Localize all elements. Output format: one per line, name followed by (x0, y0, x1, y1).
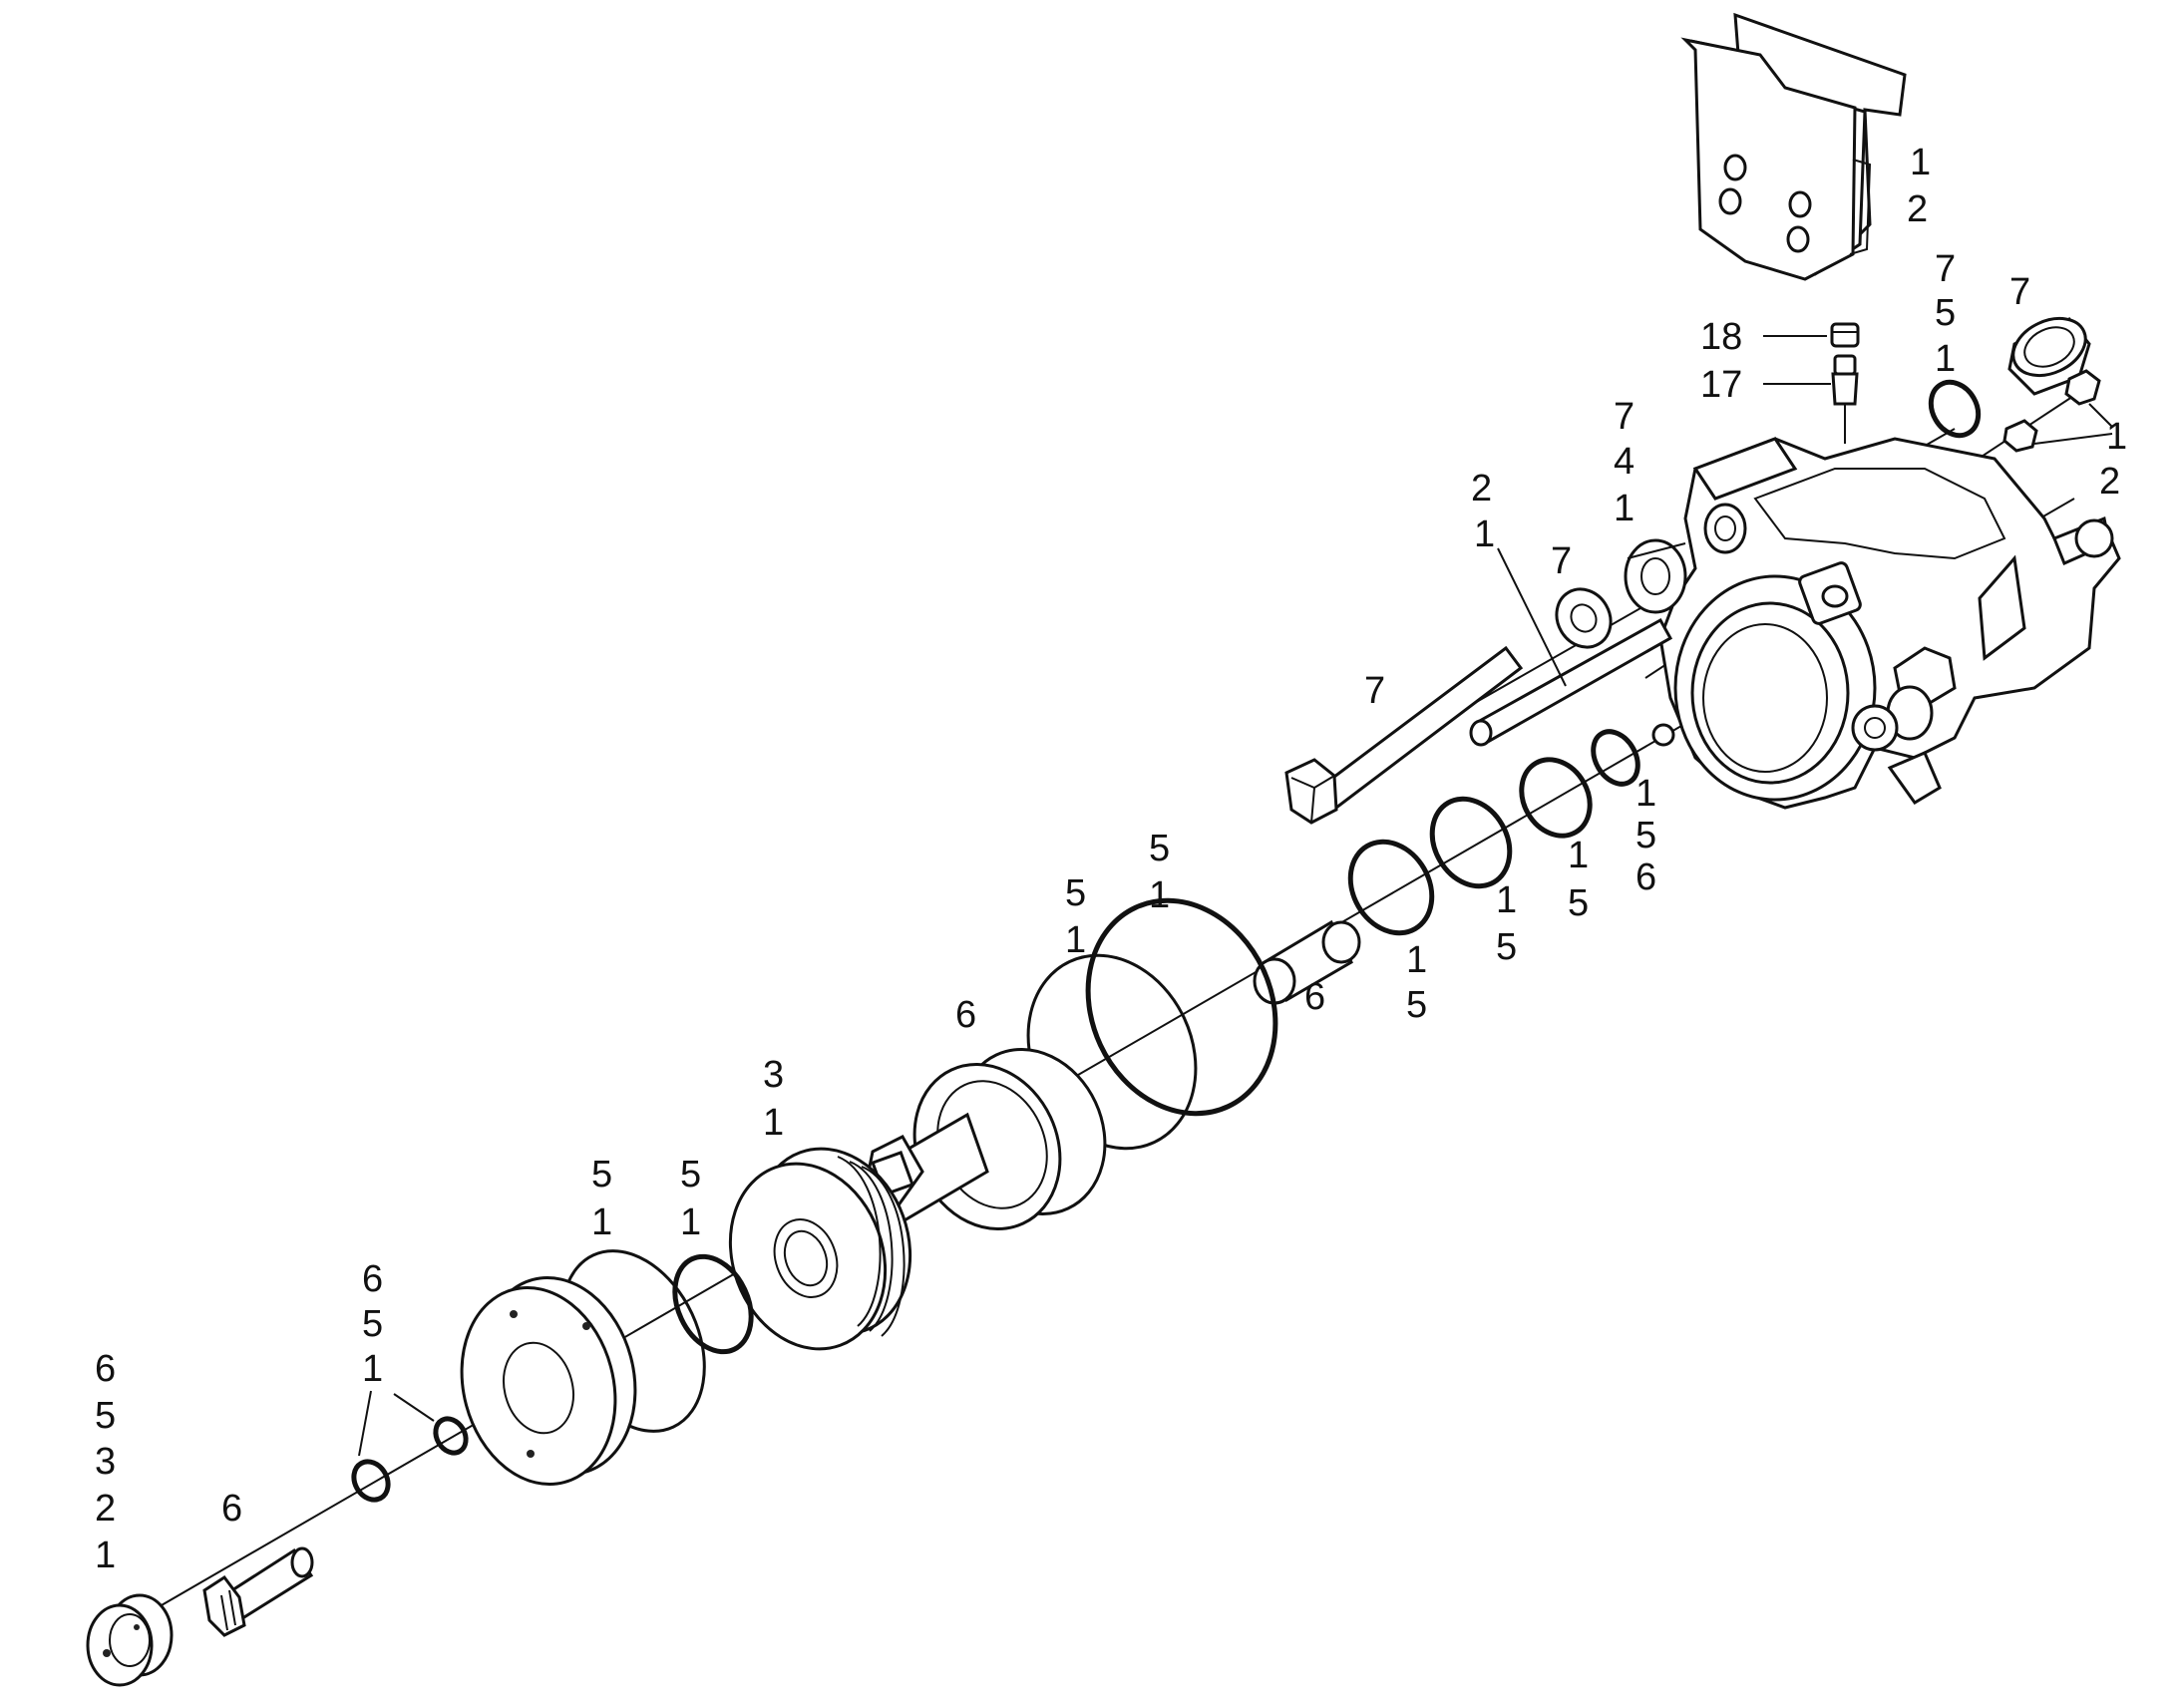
oring-small-leader (393, 1393, 435, 1422)
callout-small2-b: 5 (362, 1303, 383, 1345)
bushing (1624, 538, 1687, 614)
callout-bushing-a: 7 (1614, 396, 1635, 438)
callout-washer: 7 (1551, 540, 1572, 582)
callout-endcap-b: 5 (95, 1395, 116, 1437)
callout-cap-a: 7 (1935, 248, 1956, 290)
callout-oring4-a: 1 (1568, 835, 1589, 876)
callout-endcap-c: 3 (95, 1441, 116, 1483)
callout-small-b: 5 (1635, 815, 1656, 856)
callout-guard-a: 1 (1910, 142, 1931, 183)
oring-cap (1928, 379, 1982, 439)
end-flange (460, 1275, 637, 1487)
callout-endcap-d: 2 (95, 1488, 116, 1530)
pulley (728, 1147, 912, 1351)
callout-labels: 1 2 18 17 7 5 1 7 1 2 7 4 1 2 1 7 7 1 5 … (95, 142, 2127, 1576)
callout-endcap-e: 1 (95, 1535, 116, 1576)
callout-nut-a: 1 (2106, 416, 2127, 458)
callout-small2-c: 1 (362, 1348, 383, 1390)
callout-oringB-a: 5 (680, 1154, 701, 1196)
callout-oring2-a: 1 (1406, 939, 1427, 981)
callout-bushing-b: 4 (1614, 441, 1635, 483)
callout-fitting-17: 17 (1700, 364, 1742, 406)
pin (1469, 547, 1673, 747)
callout-small2-a: 6 (362, 1258, 383, 1300)
callout-oring2-b: 5 (1406, 984, 1427, 1026)
callout-sleeve: 6 (1304, 976, 1325, 1018)
callout-oring3-a: 1 (1496, 879, 1517, 921)
callout-pin-b: 1 (1474, 513, 1495, 555)
callout-cap-2: 7 (2009, 271, 2030, 313)
oring-small-1 (351, 1459, 391, 1503)
oring-1 (1347, 839, 1435, 936)
callout-big2-a: 5 (1149, 828, 1170, 869)
callout-cap-c: 1 (1935, 338, 1956, 380)
plug (202, 1546, 314, 1637)
callout-pulley-a: 3 (763, 1054, 784, 1096)
callout-small-a: 1 (1635, 773, 1656, 815)
cap-right (2007, 316, 2091, 396)
oring-small-leader-2 (358, 1390, 372, 1457)
callout-oringA-a: 5 (591, 1154, 612, 1196)
shaft-flange (866, 1047, 1107, 1231)
washer (1555, 587, 1613, 649)
oring-small-2 (433, 1416, 469, 1456)
callout-oring3-b: 5 (1496, 926, 1517, 968)
callout-small-c: 6 (1635, 856, 1656, 898)
callout-oringA-b: 1 (591, 1201, 612, 1243)
callout-oring4-b: 5 (1568, 882, 1589, 924)
bolt (1284, 645, 1524, 825)
callout-cap-b: 5 (1935, 292, 1956, 334)
oring-3 (1519, 757, 1593, 839)
callout-endcap-a: 6 (95, 1348, 116, 1390)
callout-pulley-b: 1 (763, 1102, 784, 1144)
end-cap (86, 1593, 174, 1687)
callout-big1-a: 5 (1065, 872, 1086, 914)
callout-plug: 6 (221, 1488, 242, 1530)
callout-big2-b: 1 (1149, 874, 1170, 916)
guard-plate (1680, 12, 1907, 281)
pump-housing (1658, 437, 2121, 810)
callout-big1-b: 1 (1065, 919, 1086, 961)
callout-shaft: 6 (955, 994, 976, 1036)
callout-pin-a: 2 (1471, 468, 1492, 510)
fitting-17 (1831, 354, 1859, 444)
callout-fitting-18: 18 (1700, 316, 1742, 358)
callout-nut-b: 2 (2099, 461, 2120, 503)
callout-bolt: 7 (1364, 670, 1385, 712)
big-oring-2 (1085, 897, 1278, 1117)
oring-4 (1591, 729, 1640, 787)
fitting-leaders (1763, 335, 1831, 385)
callout-guard-b: 2 (1907, 188, 1928, 230)
oring-2 (1429, 796, 1513, 889)
callout-bushing-c: 1 (1614, 488, 1635, 529)
callout-oringB-b: 1 (680, 1201, 701, 1243)
oring-b (672, 1253, 754, 1355)
small-plug (1651, 723, 1675, 747)
nut-pair (2002, 369, 2113, 453)
fitting-18 (1830, 322, 1860, 348)
